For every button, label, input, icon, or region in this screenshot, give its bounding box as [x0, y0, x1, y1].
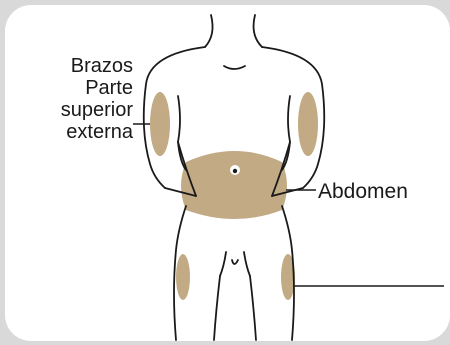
right-leg-inner-top	[244, 252, 250, 276]
neck-right	[254, 15, 262, 47]
arms-label-line-2: Parte	[0, 77, 133, 99]
collarbone	[224, 66, 245, 69]
navel-dot	[233, 169, 237, 173]
left-inner-leg	[214, 276, 220, 340]
arms-label-line-3: superior	[0, 99, 133, 121]
neck-left	[205, 15, 213, 47]
right-arm-area	[298, 92, 318, 156]
arms-label-line-1: Brazos	[0, 55, 133, 77]
left-leg-inner-top	[220, 252, 226, 276]
abdomen-label: Abdomen	[318, 180, 408, 204]
arms-label-line-4: externa	[0, 121, 133, 143]
abdomen-area	[181, 151, 287, 219]
right-inner-leg	[250, 276, 256, 340]
left-thigh-area	[176, 254, 190, 300]
crotch	[232, 260, 238, 264]
left-arm-area	[150, 92, 170, 156]
arms-label: Brazos Parte superior externa	[0, 55, 133, 143]
